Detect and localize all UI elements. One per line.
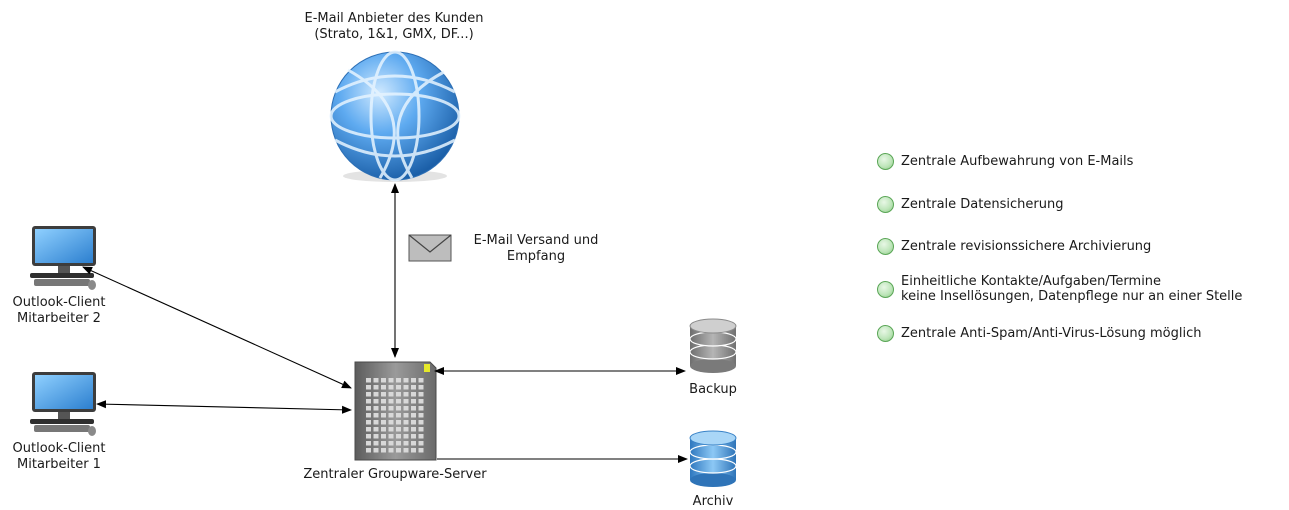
backup-label: Backup [689, 382, 737, 397]
provider-subtitle: (Strato, 1&1, GMX, DF...) [314, 27, 474, 42]
benefit-item: Zentrale Aufbewahrung von E-Mails [877, 153, 1133, 170]
client-1-label-line1: Outlook-Client [12, 441, 106, 456]
benefit-item: Zentrale Datensicherung [877, 196, 1063, 213]
circle-bullet-icon [877, 325, 894, 342]
client-2-label-line1: Outlook-Client [12, 295, 106, 310]
circle-bullet-icon [877, 153, 894, 170]
circle-bullet-icon [877, 238, 894, 255]
benefit-text: Zentrale Aufbewahrung von E-Mails [901, 154, 1134, 169]
server-icon [354, 361, 437, 461]
benefit-item: Einheitliche Kontakte/Aufgaben/Termine k… [877, 274, 1242, 304]
envelope-icon [408, 234, 452, 262]
client-1-label-line2: Mitarbeiter 1 [17, 457, 101, 472]
archiv-label: Archiv [692, 494, 734, 509]
benefit-text-line2: keine Insellösungen, Datenpflege nur an … [901, 289, 1243, 304]
database-icon-archiv [689, 430, 737, 487]
mail-flow-label-line1: E-Mail Versand und [473, 233, 599, 248]
provider-title: E-Mail Anbieter des Kunden [304, 11, 484, 26]
connector-client1-server [96, 400, 352, 414]
database-icon-backup [689, 318, 737, 373]
connector-client2-server [82, 266, 352, 389]
circle-bullet-icon [877, 280, 894, 298]
benefit-text: Zentrale Anti-Spam/Anti-Virus-Lösung mög… [901, 326, 1202, 341]
benefit-text: Zentrale Datensicherung [901, 197, 1064, 212]
client-2-label-line2: Mitarbeiter 2 [17, 311, 101, 326]
globe-icon [329, 50, 461, 182]
monitor-icon-mitarbeiter-2 [30, 226, 96, 290]
mail-flow-label-line2: Empfang [506, 249, 566, 264]
benefit-item: Zentrale revisionssichere Archivierung [877, 238, 1151, 255]
benefit-text: Zentrale revisionssichere Archivierung [901, 239, 1152, 254]
benefit-item: Zentrale Anti-Spam/Anti-Virus-Lösung mög… [877, 325, 1201, 342]
monitor-icon-mitarbeiter-1 [30, 372, 96, 436]
server-label: Zentraler Groupware-Server [303, 467, 487, 482]
benefit-text: Einheitliche Kontakte/Aufgaben/Termine [901, 274, 1162, 289]
circle-bullet-icon [877, 196, 894, 213]
